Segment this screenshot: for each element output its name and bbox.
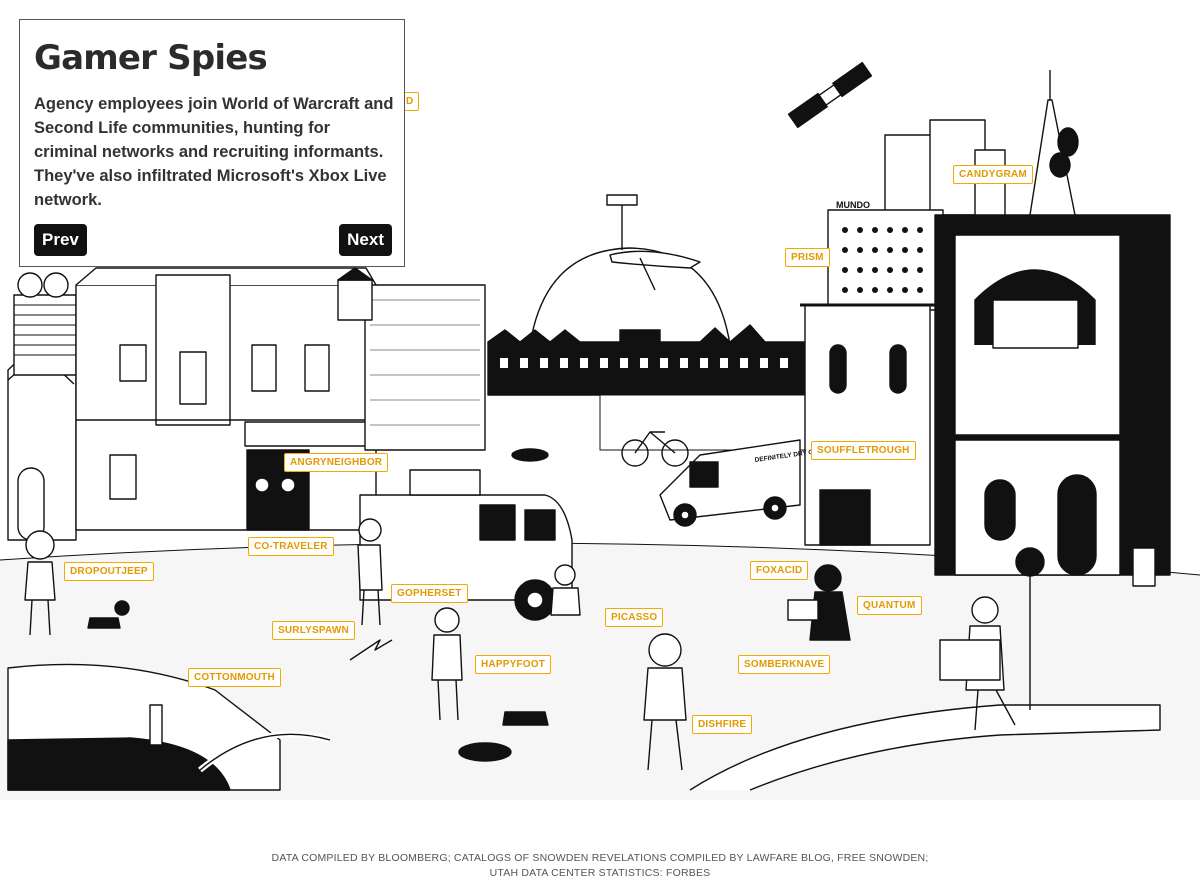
airplane <box>609 250 701 291</box>
warehouse-row <box>487 324 806 396</box>
bus-stop <box>1015 547 1156 710</box>
credits-line-1: DATA COMPILED BY BLOOMBERG; CATALOGS OF … <box>271 852 929 864</box>
prev-button[interactable]: Prev <box>34 224 87 256</box>
tag-surlyspawn[interactable]: SURLYSPAWN <box>272 621 355 640</box>
city-illustration: DEFINITELY DRY CLEANING MUNDO <box>0 61 1200 791</box>
card-title: Gamer Spies <box>34 38 268 78</box>
tag-picasso[interactable]: PICASSO <box>605 608 664 627</box>
credits-line-2: UTAH DATA CENTER STATISTICS: FORBES <box>489 867 711 879</box>
canal-bridge <box>7 663 331 791</box>
credits: DATA COMPILED BY BLOOMBERG; CATALOGS OF … <box>0 851 1200 881</box>
tag-angryneighbor[interactable]: ANGRYNEIGHBOR <box>284 453 389 472</box>
capitol-dome <box>529 194 731 346</box>
info-card: Gamer Spies Agency employees join World … <box>19 19 405 267</box>
figures <box>24 477 1016 771</box>
right-towers <box>800 70 1171 576</box>
shuttered-building <box>337 267 486 451</box>
bicycle <box>621 431 689 467</box>
tag-somberknave[interactable]: SOMBERKNAVE <box>738 655 831 674</box>
tag-souffletrough[interactable]: SOUFFLETROUGH <box>811 441 916 460</box>
tag-co-traveler[interactable]: CO-TRAVELER <box>248 537 334 556</box>
tag-gopherset[interactable]: GOPHERSET <box>391 584 468 603</box>
food-truck <box>359 469 573 621</box>
satellite <box>787 61 873 129</box>
rooftop-sign: MUNDO <box>836 200 870 210</box>
tag-cottonmouth[interactable]: COTTONMOUTH <box>188 668 281 687</box>
card-description: Agency employees join World of Warcraft … <box>34 95 394 209</box>
house-left <box>7 272 77 541</box>
tag-prism[interactable]: PRISM <box>785 248 830 267</box>
tag-dishfire[interactable]: DISHFIRE <box>692 715 753 734</box>
next-button[interactable]: Next <box>339 224 392 256</box>
tag-foxacid[interactable]: FOXACID <box>750 561 809 580</box>
tag-happyfoot[interactable]: HAPPYFOOT <box>475 655 552 674</box>
townhouse-block <box>75 267 377 531</box>
delivery-van <box>659 439 801 527</box>
tag-quantum[interactable]: QUANTUM <box>857 596 922 615</box>
tag-candygram[interactable]: CANDYGRAM <box>953 165 1033 184</box>
tag-dropoutjeep[interactable]: DROPOUTJEEP <box>64 562 154 581</box>
